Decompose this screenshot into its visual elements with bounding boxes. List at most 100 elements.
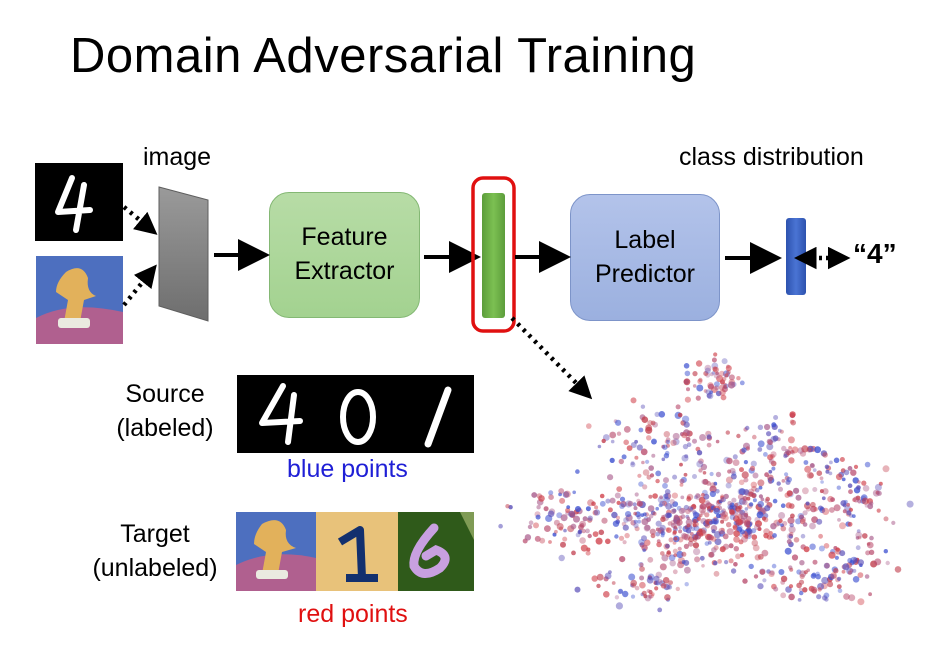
scatter-point [651, 453, 656, 458]
scatter-point [638, 562, 644, 568]
scatter-point [830, 572, 837, 579]
scatter-point [739, 380, 745, 386]
scatter-point [668, 554, 676, 562]
scatter-point [712, 517, 720, 525]
label-predictor-box: Label Predictor [570, 194, 720, 321]
scatter-point [634, 492, 639, 497]
scatter-point [711, 357, 717, 363]
scatter-point [699, 528, 706, 535]
scatter-point [788, 526, 796, 534]
scatter-point [580, 544, 588, 552]
scatter-point [790, 419, 796, 426]
scatter-point [732, 459, 740, 466]
feature-extractor-line1: Feature [301, 223, 388, 252]
scatter-point [713, 507, 720, 515]
scatter-point [698, 496, 706, 504]
scatter-point [683, 421, 690, 428]
scatter-point [836, 485, 841, 490]
scatter-point [668, 537, 674, 543]
scatter-point [800, 533, 806, 539]
scatter-point [604, 572, 612, 580]
scatter-point [714, 385, 720, 391]
scatter-point [706, 393, 712, 399]
scatter-point [569, 510, 575, 517]
scatter-point [667, 521, 673, 526]
scatter-point [586, 547, 591, 552]
scatter-point [681, 560, 686, 564]
scatter-point [538, 495, 545, 502]
scatter-point [660, 516, 666, 522]
scatter-point [616, 486, 623, 492]
scatter-point [670, 439, 677, 446]
scatter-point [630, 520, 636, 526]
scatter-point [748, 563, 754, 570]
scatter-point [709, 471, 714, 477]
scatter-point [763, 452, 768, 457]
scatter-point [690, 526, 696, 531]
scatter-point [612, 520, 620, 527]
scatter-point [749, 465, 756, 471]
scatter-point [701, 493, 705, 497]
scatter-point [661, 554, 669, 562]
scatter-point [676, 519, 683, 526]
scatter-point [857, 572, 864, 578]
scatter-point [809, 522, 816, 530]
scatter-point [766, 438, 773, 445]
scatter-point [658, 579, 663, 584]
scatter-point [761, 549, 769, 557]
scatter-point [622, 524, 629, 531]
scatter-point [720, 497, 725, 502]
scatter-point [624, 532, 630, 539]
scatter-point [836, 584, 842, 589]
scatter-point [883, 549, 888, 554]
target-label-line1: Target [120, 520, 190, 548]
scatter-point [627, 502, 631, 507]
scatter-point [784, 472, 789, 477]
scatter-point [609, 497, 616, 504]
scatter-point [795, 494, 802, 501]
scatter-point [702, 471, 707, 475]
feature-vector-highlight [471, 176, 516, 333]
scatter-point [741, 535, 748, 543]
scatter-point [874, 483, 882, 491]
scatter-point [725, 476, 733, 484]
scatter-point [820, 450, 828, 457]
scatter-point [703, 493, 710, 500]
scatter-point [839, 522, 846, 530]
scatter-point [591, 501, 596, 507]
scatter-point [711, 547, 717, 553]
scatter-point [770, 460, 777, 467]
scatter-point [683, 363, 690, 369]
scatter-point [614, 492, 621, 499]
scatter-point [729, 514, 736, 520]
scatter-point [742, 496, 748, 501]
scatter-point [834, 555, 840, 560]
scatter-point [785, 502, 792, 509]
scatter-point [852, 477, 859, 484]
scatter-point [819, 489, 824, 494]
scatter-point [789, 419, 795, 424]
source-digits-image [237, 375, 474, 453]
scatter-point [601, 438, 606, 444]
scatter-point [686, 493, 694, 501]
scatter-point [718, 527, 725, 535]
scatter-point [837, 576, 842, 582]
scatter-point [811, 588, 817, 594]
scatter-point [752, 544, 760, 552]
scatter-point [878, 481, 883, 486]
scatter-point [725, 430, 730, 435]
scatter-point [677, 546, 682, 551]
scatter-point [828, 573, 835, 581]
scatter-point [646, 576, 654, 584]
scatter-point [662, 444, 668, 450]
scatter-point [706, 481, 711, 486]
scatter-point [712, 366, 718, 372]
scatter-point [743, 489, 750, 495]
scatter-point [673, 525, 678, 530]
image-input-plane [158, 186, 209, 322]
scatter-point [755, 520, 762, 528]
scatter-point [809, 543, 816, 550]
scatter-point [634, 585, 640, 591]
scatter-point [706, 434, 712, 440]
scatter-point [855, 531, 863, 539]
